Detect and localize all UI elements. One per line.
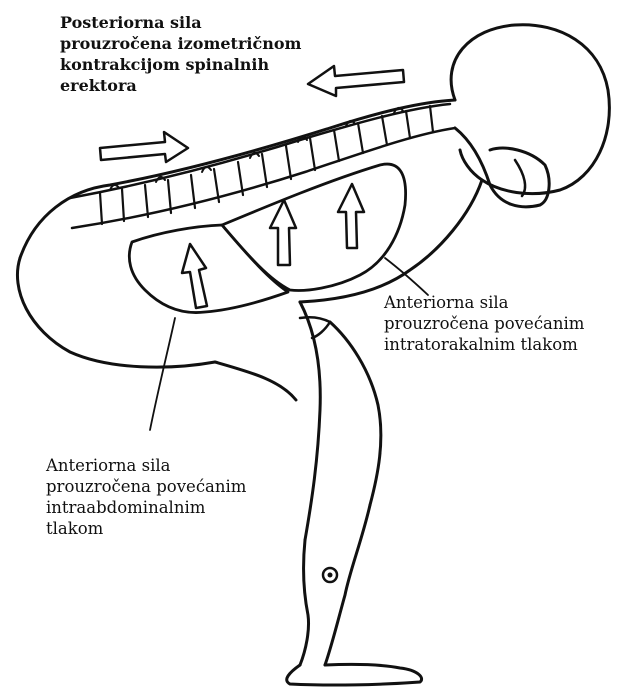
label-intraabdominal-force: Anteriorna sila prouzročena povećanim in… <box>46 455 306 539</box>
head-outline <box>451 25 609 194</box>
thigh-back <box>215 362 296 400</box>
label-intrathoracic-force: Anteriorna sila prouzročena povećanim in… <box>384 292 624 355</box>
foot-outline <box>287 664 422 685</box>
arrow-right-icon <box>100 132 188 162</box>
hand-outline <box>515 160 525 196</box>
leader-line-intraabdominal <box>150 318 175 430</box>
label-posterior-force: Posteriorna sila prouzročena izometrično… <box>60 12 360 96</box>
abdominal-cavity <box>129 225 288 313</box>
front-outline <box>300 180 482 302</box>
ankle-joint-core <box>328 573 333 578</box>
thoracic-cavity <box>222 164 406 290</box>
spine-upper-edge <box>70 104 450 198</box>
spine-lower-edge <box>72 128 455 228</box>
knee-notch <box>300 317 330 338</box>
neck-outline <box>460 150 482 180</box>
arrow-up-icon <box>182 244 207 308</box>
calf-outline <box>300 540 309 665</box>
back-outline <box>20 100 455 258</box>
arrow-up-icon <box>338 184 364 248</box>
arrow-up-icon <box>270 200 296 265</box>
leader-line-intrathoracic <box>385 258 428 295</box>
knee-front <box>330 322 381 505</box>
shin-outline <box>325 505 370 665</box>
